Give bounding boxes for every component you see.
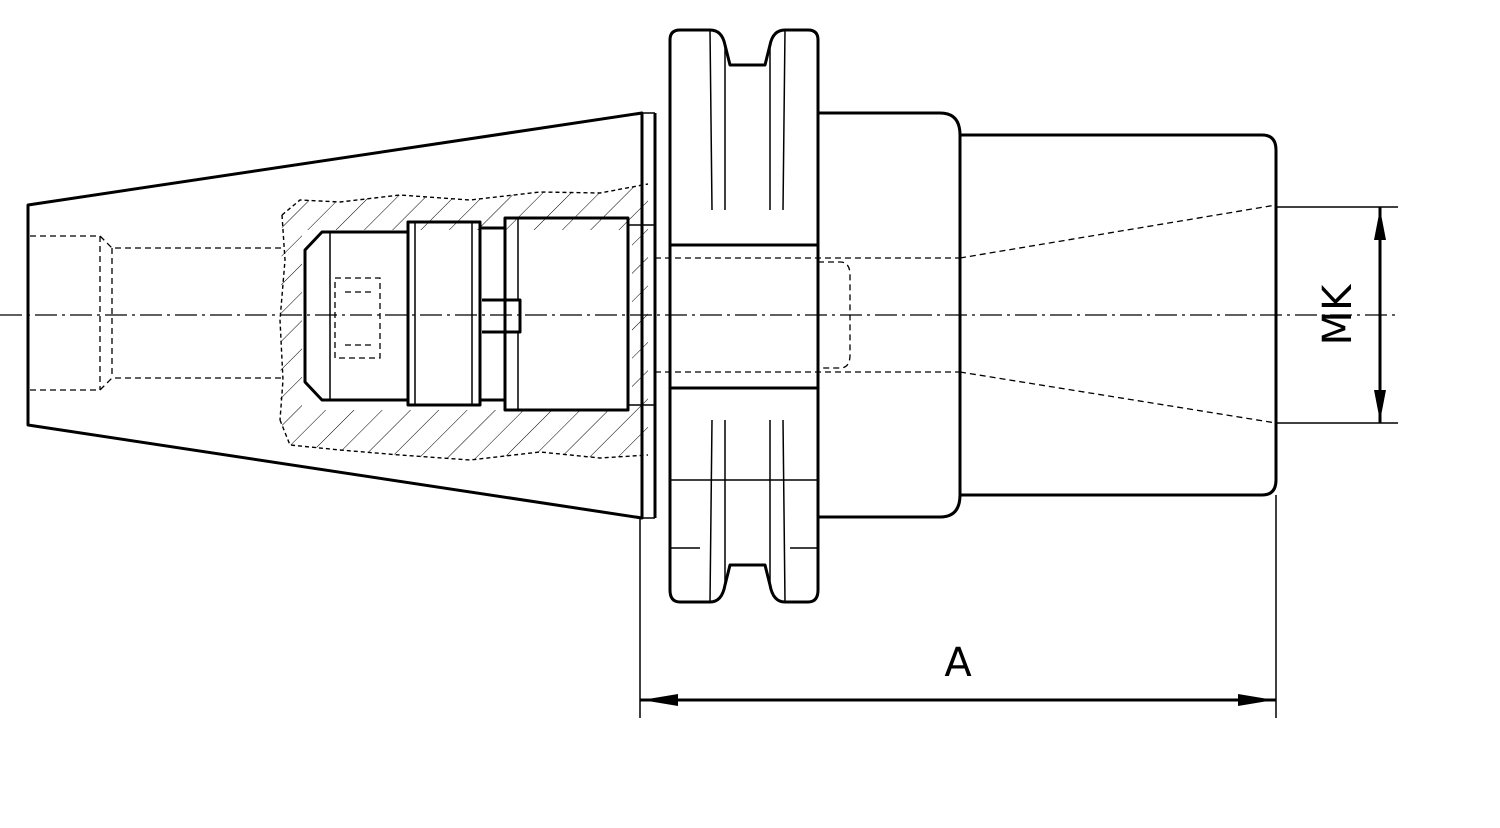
v-flange bbox=[668, 28, 820, 604]
a-dimension: A bbox=[639, 495, 1277, 718]
section-hatching bbox=[279, 183, 649, 461]
mk-label: MK bbox=[1315, 283, 1361, 346]
a-label: A bbox=[944, 640, 972, 686]
taper-shank bbox=[26, 111, 657, 520]
clamping-nut bbox=[303, 216, 655, 412]
mk-dimension: MK bbox=[1276, 206, 1398, 424]
